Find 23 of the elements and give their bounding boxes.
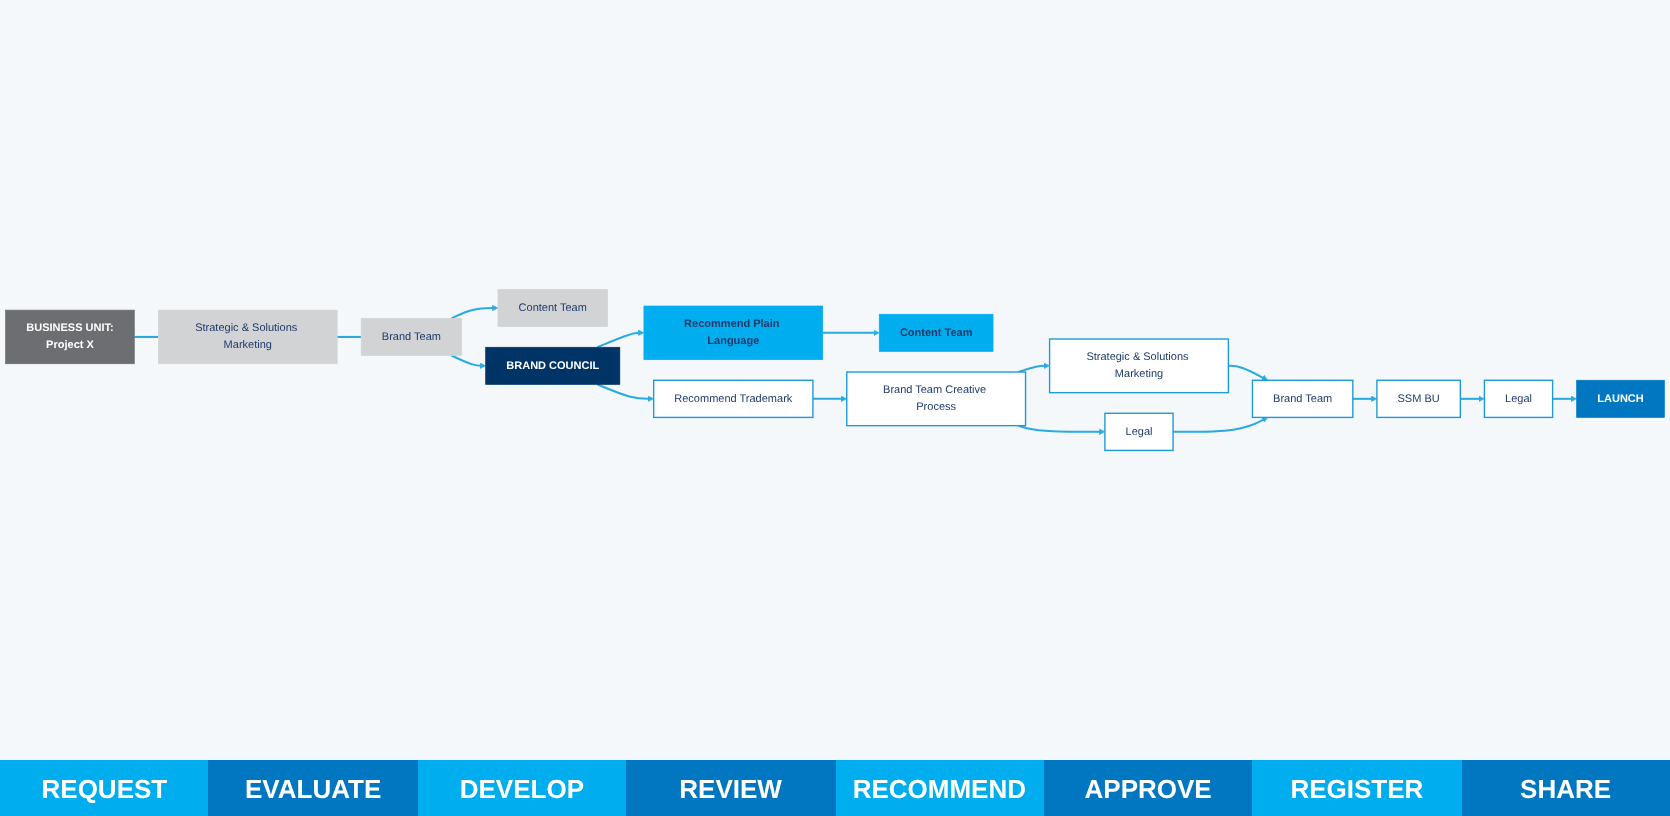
arrow [822,329,880,336]
arrow [1552,395,1577,402]
phase-label: EVALUATE [208,760,418,816]
connector [337,335,362,338]
arrow [596,383,654,402]
connector [134,335,159,338]
arrow [1018,424,1106,435]
phase-label: DEVELOP [417,760,627,816]
arrow [1352,395,1378,402]
phase-label: APPROVE [1043,760,1253,816]
phase-label: REVIEW [626,760,835,816]
phase-label: RECOMMEND [835,760,1044,816]
arrow [596,329,645,349]
arrow [1173,417,1268,433]
arrow [1460,395,1485,402]
arrow [812,395,848,402]
arrow [1228,364,1268,381]
arrow [451,305,499,320]
phase-label: REGISTER [1252,760,1462,816]
phase-label: REQUEST [0,760,209,816]
arrow [451,354,486,369]
phase-label: SHARE [1461,760,1670,816]
arrow [1018,362,1050,374]
